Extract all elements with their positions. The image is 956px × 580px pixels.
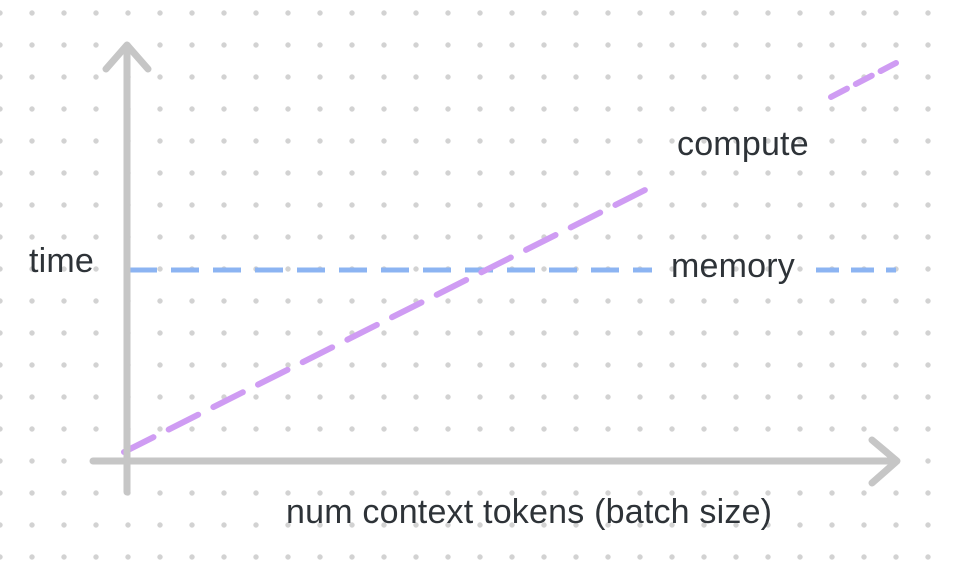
compute-line-segment-left [121,180,662,455]
x-axis-label: num context tokens (batch size) [286,493,773,531]
compute-line-segment-right [828,60,899,100]
y-axis-label: time [29,242,95,280]
x-axis-arrowhead-icon [868,436,901,487]
compute-series-label: compute [677,125,809,163]
memory-series-label: memory [671,247,795,285]
y-axis-arrowhead-icon [102,41,152,73]
